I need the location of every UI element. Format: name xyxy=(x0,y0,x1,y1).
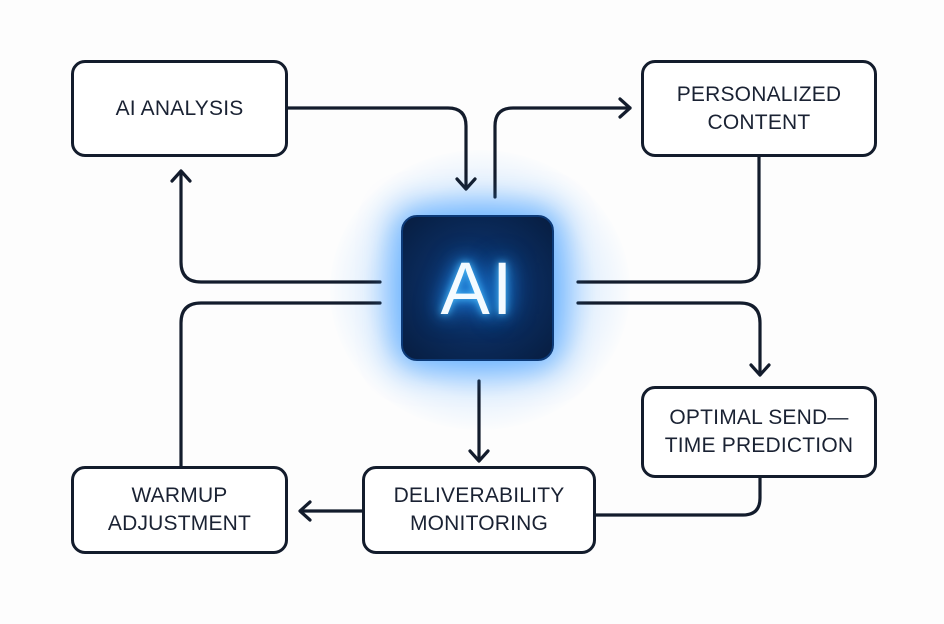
arrowhead-right-icon xyxy=(618,97,632,119)
node-ai-analysis[interactable]: AI ANALYSIS xyxy=(71,60,288,157)
node-label: WARMUP xyxy=(131,484,228,507)
edge-analysis-to-ai xyxy=(286,106,468,190)
edge-warmup-to-ai xyxy=(179,301,382,468)
ai-hub-label: AI xyxy=(440,246,515,330)
node-deliverability-monitoring[interactable]: DELIVERABILITY MONITORING xyxy=(362,466,596,554)
arrowhead-up-icon xyxy=(170,169,192,183)
arrowhead-down-icon xyxy=(468,449,490,463)
node-label: ADJUSTMENT xyxy=(107,512,252,535)
node-label: OPTIMAL SEND— xyxy=(669,406,849,429)
arrowhead-down-icon xyxy=(455,177,477,191)
node-label: AI ANALYSIS xyxy=(115,96,244,120)
node-label: TIME PREDICTION xyxy=(664,434,854,457)
node-label: MONITORING xyxy=(409,512,549,535)
arrowhead-down-icon xyxy=(749,363,771,377)
edge-ai-to-analysis xyxy=(179,170,382,284)
edge-ai-to-optimal xyxy=(576,301,762,376)
node-optimal-send-time-prediction[interactable]: OPTIMAL SEND— TIME PREDICTION xyxy=(641,386,877,478)
node-label: PERSONALIZED xyxy=(676,82,842,106)
node-personalized-content[interactable]: PERSONALIZED CONTENT xyxy=(641,60,877,157)
edge-optimal-to-deliverability xyxy=(594,476,762,517)
edge-personalized-to-ai xyxy=(576,155,761,284)
node-warmup-adjustment[interactable]: WARMUP ADJUSTMENT xyxy=(71,466,288,554)
arrowhead-left-icon xyxy=(298,500,312,522)
edge-ai-to-personalized xyxy=(493,106,632,199)
node-label: CONTENT xyxy=(707,110,811,134)
node-label: DELIVERABILITY xyxy=(393,484,565,507)
ai-hub-node[interactable]: AI xyxy=(401,215,554,361)
